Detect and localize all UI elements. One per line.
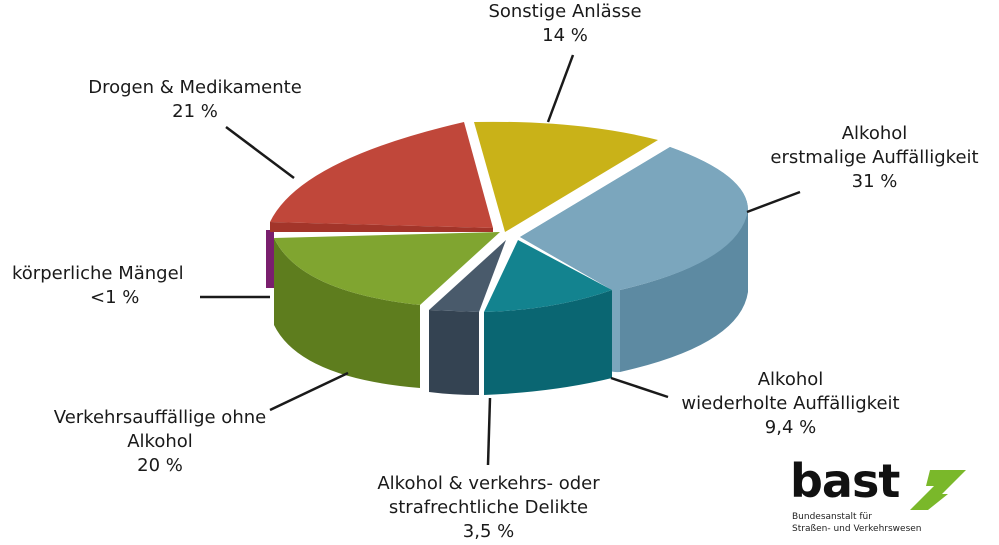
logo-subtitle-line2: Straßen- und Verkehrswesen — [792, 524, 922, 534]
label-alkohol-delikte-line2: strafrechtliche Delikte — [388, 497, 589, 518]
label-alkohol-delikte-value: 3,5 % — [462, 521, 515, 542]
label-verkehrsauffaellige-line1: Verkehrsauffällige ohne — [53, 407, 267, 428]
label-alkohol-wiederholt: Alkohol wiederholte Auffälligkeit 9,4 % — [668, 368, 913, 440]
logo-subtitle-line1: Bundesanstalt für — [792, 512, 872, 522]
label-alkohol-wiederholt-line2: wiederholte Auffälligkeit — [681, 393, 900, 414]
logo-wordmark: bast — [790, 454, 900, 508]
slice-drogen — [270, 122, 493, 232]
slice-alkohol-wiederholt — [484, 240, 612, 395]
slice-sonstige — [474, 121, 658, 232]
label-verkehrsauffaellige-value: 20 % — [137, 455, 183, 476]
slice-alkohol-delikte — [429, 240, 506, 395]
slice-alkohol-erstmalig — [520, 147, 748, 373]
label-alkohol-erstmalig: Alkohol erstmalige Auffälligkeit 31 % — [762, 122, 987, 194]
label-drogen-title: Drogen & Medikamente — [88, 77, 302, 98]
label-alkohol-wiederholt-line1: Alkohol — [757, 369, 824, 390]
label-verkehrsauffaellige: Verkehrsauffällige ohne Alkohol 20 % — [45, 406, 275, 478]
label-drogen: Drogen & Medikamente 21 % — [75, 76, 315, 124]
label-koerperliche-maengel-value: <1 % — [90, 287, 140, 308]
label-alkohol-erstmalig-line2: erstmalige Auffälligkeit — [770, 147, 979, 168]
label-alkohol-delikte-line1: Alkohol & verkehrs- oder — [377, 473, 600, 494]
label-alkohol-erstmalig-line1: Alkohol — [841, 123, 908, 144]
slice-koerperliche-maengel — [266, 230, 274, 288]
logo-arrow-icon — [910, 470, 966, 510]
label-koerperliche-maengel-title: körperliche Mängel — [12, 263, 184, 284]
slice-verkehrsauffaellige — [274, 232, 500, 388]
label-verkehrsauffaellige-line2: Alkohol — [127, 431, 193, 452]
label-alkohol-erstmalig-value: 31 % — [851, 171, 898, 192]
label-alkohol-delikte: Alkohol & verkehrs- oder strafrechtliche… — [366, 472, 611, 544]
label-sonstige: Sonstige Anlässe 14 % — [480, 0, 650, 48]
label-alkohol-wiederholt-value: 9,4 % — [764, 417, 817, 438]
leader-lines — [200, 54, 801, 466]
label-sonstige-title: Sonstige Anlässe — [488, 1, 642, 22]
label-koerperliche-maengel: körperliche Mängel <1 % — [12, 262, 202, 310]
bast-logo: bast Bundesanstalt für Straßen- und Verk… — [790, 454, 980, 542]
label-drogen-value: 21 % — [172, 101, 218, 122]
label-sonstige-value: 14 % — [542, 25, 588, 46]
